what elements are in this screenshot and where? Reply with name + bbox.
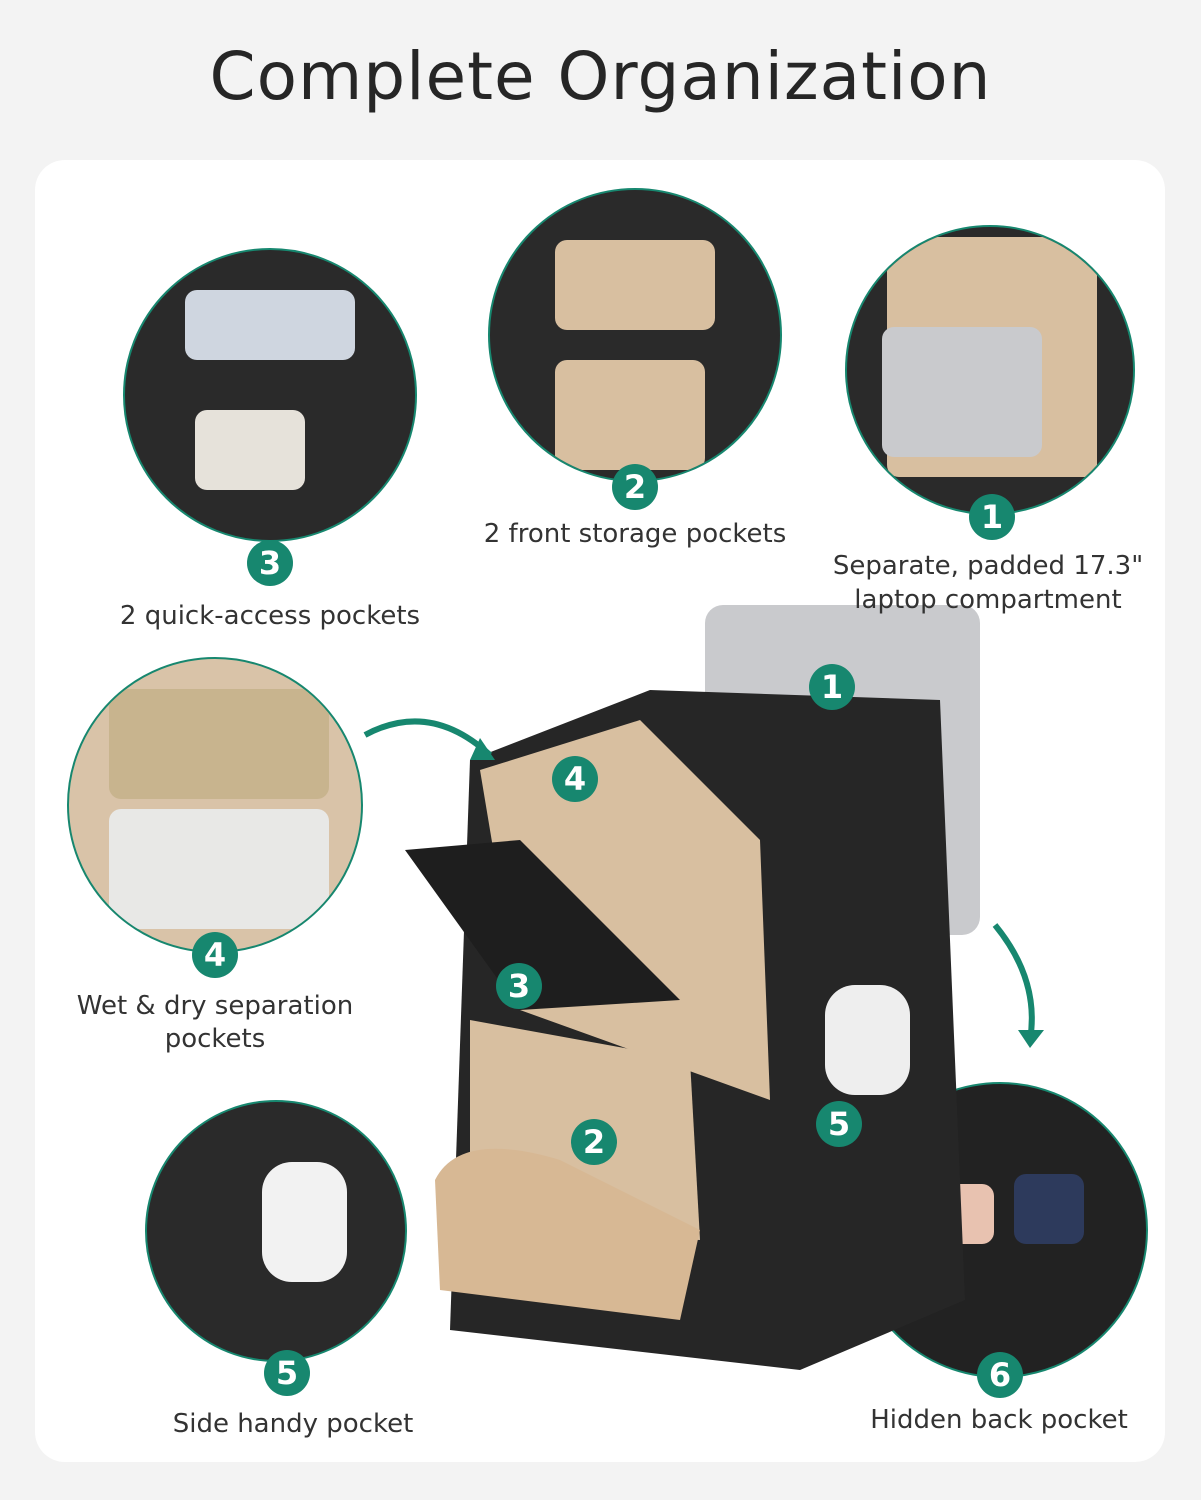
quick-access-pockets-image [123,248,417,542]
arrow-right-icon [992,923,1035,1041]
label-wet-dry-2: pockets [164,1024,266,1054]
badge-1: 1 [969,494,1015,540]
badge-5: 5 [264,1350,310,1396]
badge-2: 2 [612,464,658,510]
label-laptop-2: laptop compartment [854,585,1122,615]
water-bottle [825,985,910,1095]
label-back-pocket: Hidden back pocket [870,1405,1128,1435]
front-flap [405,840,680,1010]
badge-6: 6 [977,1352,1023,1398]
backpack-badge-5: 5 [816,1101,862,1147]
label-front-storage: 2 front storage pockets [483,519,787,549]
laptop-compartment-image [845,225,1135,515]
badge-3: 3 [247,540,293,586]
badge-4: 4 [192,932,238,978]
wet-dry-pockets-image [67,657,363,953]
label-wet-dry-1: Wet & dry separation [76,991,354,1021]
backpack-badge-2: 2 [571,1119,617,1165]
backpack-badge-4: 4 [552,756,598,802]
side-pocket-image [145,1100,407,1362]
label-side-pocket: Side handy pocket [172,1409,414,1439]
label-quick-access: 2 quick-access pockets [119,601,421,631]
page-title: Complete Organization [209,38,992,115]
label-laptop-1: Separate, padded 17.3" [832,551,1144,581]
open-pocket-flap [435,1148,700,1320]
backpack-badge-1: 1 [809,664,855,710]
front-storage-pockets-image [488,188,782,482]
backpack-badge-3: 3 [496,963,542,1009]
arrow-left-icon [363,718,493,758]
